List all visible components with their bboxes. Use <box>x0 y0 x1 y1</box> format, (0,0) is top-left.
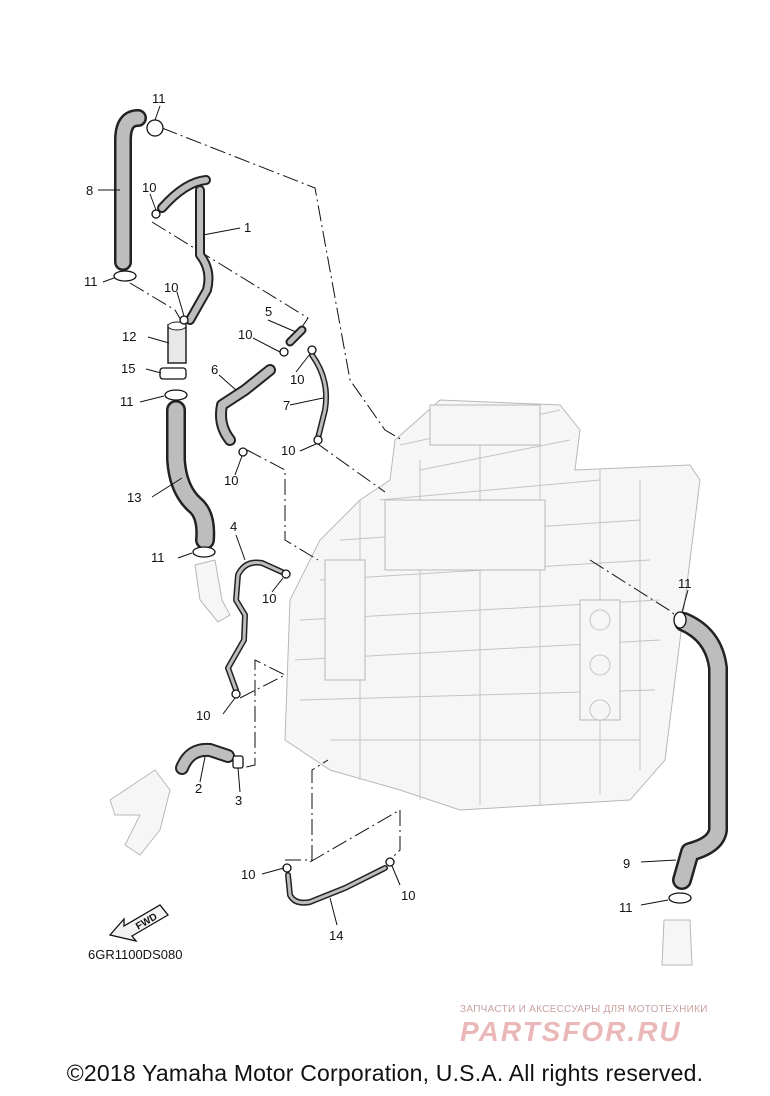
callout-labels: 8 11 10 1 11 10 12 5 10 10 15 6 7 11 10 … <box>84 91 692 943</box>
joint-5 <box>285 325 307 347</box>
hose-4 <box>225 559 285 693</box>
callout-4: 4 <box>230 519 237 534</box>
watermark-subtitle: ЗАПЧАСТИ И АКСЕССУАРЫ ДЛЯ МОТОТЕХНИКИ <box>460 1004 708 1015</box>
hose-7 <box>309 352 330 441</box>
clamps <box>113 119 692 904</box>
callout-11: 11 <box>678 576 692 591</box>
callout-11: 11 <box>619 900 633 915</box>
hose-1 <box>157 175 214 325</box>
hose-14 <box>285 865 388 906</box>
callout-3: 3 <box>235 793 242 808</box>
callout-7: 7 <box>283 398 290 413</box>
ghost-fittings <box>109 559 693 966</box>
callout-10: 10 <box>241 867 255 882</box>
callout-8: 8 <box>86 183 93 198</box>
callout-12: 12 <box>122 329 136 344</box>
hose-2 <box>175 742 235 775</box>
callout-11: 11 <box>151 550 165 565</box>
callout-13: 13 <box>127 490 141 505</box>
diagram-reference-code: 6GR1100DS080 <box>88 947 183 962</box>
callout-11: 11 <box>84 274 98 289</box>
callout-10: 10 <box>238 327 252 342</box>
hose-13 <box>166 400 216 550</box>
callout-10: 10 <box>281 443 295 458</box>
leader-lines <box>98 105 689 926</box>
callout-11: 11 <box>152 91 166 106</box>
callout-11: 11 <box>120 394 134 409</box>
hose-6 <box>215 364 276 446</box>
callout-10: 10 <box>262 591 276 606</box>
fwd-arrow-icon: FWD <box>108 904 169 943</box>
pipe-12 <box>167 321 187 364</box>
hose-9 <box>672 612 728 890</box>
watermark-logo: PARTSFOR.RU <box>460 1016 682 1047</box>
callout-9: 9 <box>623 856 630 871</box>
callout-10: 10 <box>290 372 304 387</box>
copyright-notice: ©2018 Yamaha Motor Corporation, U.S.A. A… <box>66 1060 704 1086</box>
callout-15: 15 <box>121 361 135 376</box>
callout-10: 10 <box>164 280 178 295</box>
callout-5: 5 <box>265 304 272 319</box>
callout-10: 10 <box>196 708 210 723</box>
fwd-label: FWD <box>134 912 159 933</box>
hose-8 <box>114 109 147 271</box>
callout-10: 10 <box>401 888 415 903</box>
callout-6: 6 <box>211 362 218 377</box>
callout-14: 14 <box>329 928 343 943</box>
callout-2: 2 <box>195 781 202 796</box>
callout-1: 1 <box>244 220 251 235</box>
callout-10: 10 <box>224 473 238 488</box>
engine-block <box>284 399 701 811</box>
callout-10: 10 <box>142 180 156 195</box>
